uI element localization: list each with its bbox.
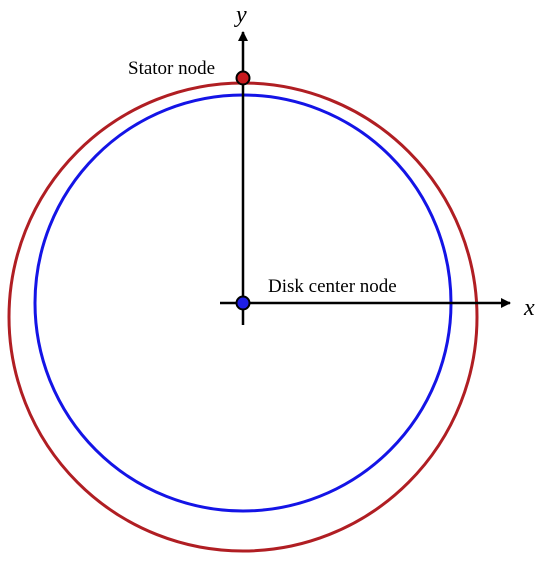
- stator-node-label: Stator node: [128, 58, 215, 79]
- stator-node: [235, 70, 251, 86]
- y-axis-label: y: [234, 2, 247, 28]
- disk-center-node-label: Disk center node: [268, 276, 397, 297]
- x-axis-label: x: [523, 295, 535, 321]
- disk-center-node: [235, 295, 251, 311]
